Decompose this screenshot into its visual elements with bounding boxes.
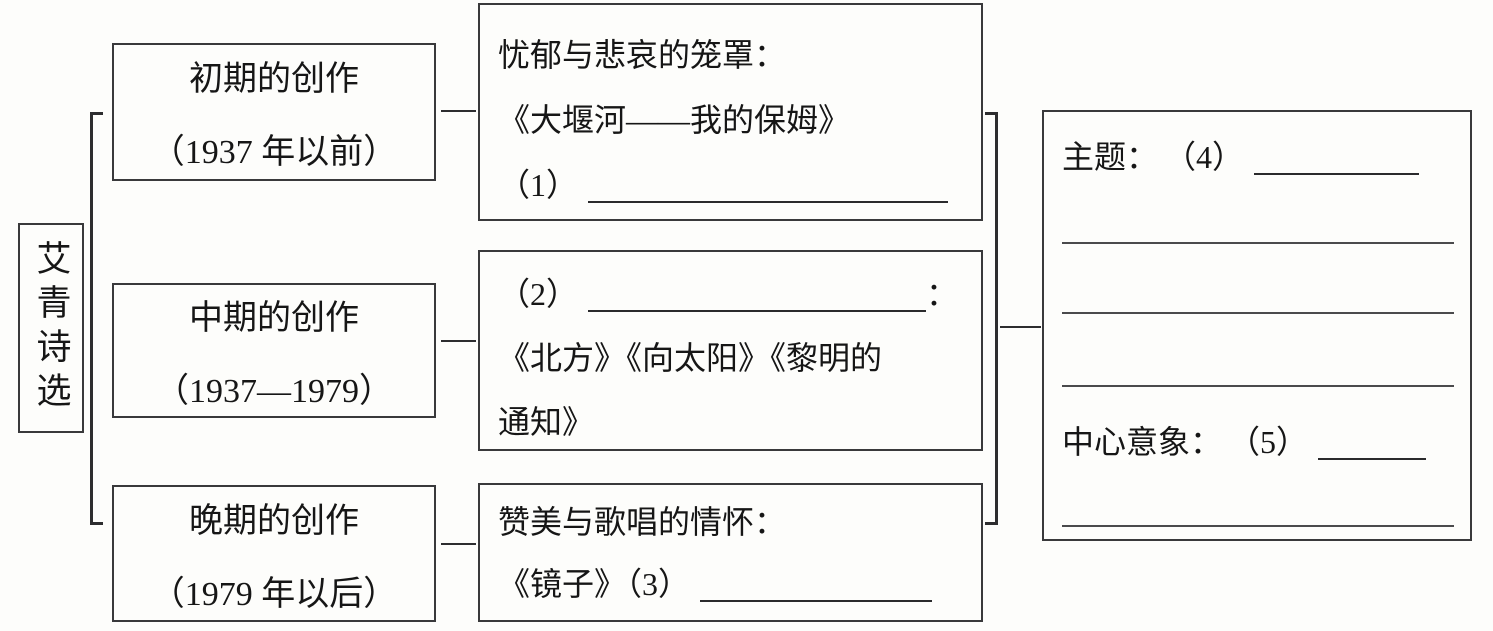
period-late-title: 晚期的创作 [189,502,359,540]
period-node-late: 晚期的创作 （1979 年以后） [112,485,436,622]
left-bracket [90,112,103,525]
image-row: 中心意象： （5） [1062,417,1456,463]
early-work: 《大堰河——我的保姆》 [498,102,851,138]
period-middle-range: （1937—1979） [155,372,393,410]
detail-node-early: 忧郁与悲哀的笼罩： 《大堰河——我的保姆》 （1） [478,3,983,221]
early-blank-number: （1） [498,167,579,203]
ruled-line-2 [1062,312,1454,314]
late-blank-number: （3） [626,566,691,602]
summary-node: 主题： （4） 中心意象： （5） [1042,110,1472,541]
theme-row: 主题： （4） [1062,132,1456,178]
late-blank-line [700,600,933,602]
ruled-line-1 [1062,242,1454,244]
image-blank-line [1318,458,1427,460]
root-node: 艾青诗选 [18,223,84,433]
root-title: 艾青诗选 [31,240,71,416]
right-bracket [985,112,998,525]
image-blank-number: （5） [1244,424,1309,460]
ruled-line-3 [1062,385,1454,387]
connector-late [441,543,476,545]
middle-blank-row: （2） ： [498,262,969,326]
middle-blank-number: （2） [498,276,579,312]
late-work: 《镜子》 [498,566,627,602]
theme-blank-line [1254,173,1420,175]
period-node-middle: 中期的创作 （1937—1979） [112,283,436,418]
period-node-early: 初期的创作 （1937 年以前） [112,43,436,181]
detail-node-middle: （2） ： 《北方》《向太阳》《黎明的 通知》 [478,250,983,451]
middle-works-line1: 《北方》《向太阳》《黎明的 [498,340,883,376]
early-blank-row: （1） [498,153,969,218]
period-late-range: （1979 年以后） [150,575,398,613]
image-label: 中心意象： [1062,424,1223,460]
period-early-range: （1937 年以前） [150,134,398,171]
theme-label: 主题： [1062,139,1159,175]
early-blank-line [588,201,949,203]
middle-blank-line [588,310,927,312]
connector-middle [441,340,476,342]
late-blank-row: 《镜子》（3） [498,553,969,615]
period-middle-title: 中期的创作 [189,299,359,337]
connector-summary [1000,326,1041,328]
period-early-title: 初期的创作 [189,61,359,98]
middle-works-line2: 通知》 [498,404,595,440]
connector-early [441,110,476,112]
late-heading: 赞美与歌唱的情怀： [498,504,787,540]
theme-blank-number: （4） [1180,139,1245,175]
ruled-line-4 [1062,525,1454,527]
middle-colon: ： [926,276,959,312]
early-heading: 忧郁与悲哀的笼罩： [498,37,787,73]
detail-node-late: 赞美与歌唱的情怀： 《镜子》（3） [478,483,983,622]
